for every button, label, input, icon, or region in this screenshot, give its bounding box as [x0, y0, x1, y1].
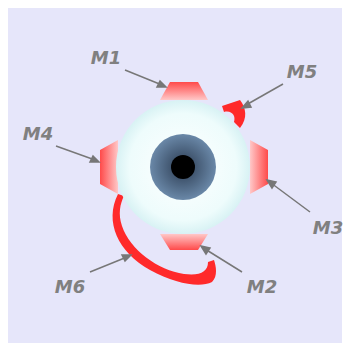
arrowhead — [122, 255, 131, 261]
leader-line — [125, 70, 162, 85]
leader-line — [246, 84, 283, 105]
arrowhead — [267, 180, 276, 188]
callout-label: M6 — [55, 278, 85, 296]
arrowhead — [242, 101, 251, 108]
arrowhead — [201, 246, 210, 254]
callout-label: M3 — [313, 219, 343, 237]
iris — [150, 134, 216, 200]
callout-label: M4 — [23, 125, 53, 143]
muscle — [250, 140, 268, 194]
leader-line — [90, 257, 127, 272]
leader-line — [56, 146, 95, 160]
callout-label: M1 — [91, 49, 121, 67]
leader-line — [271, 183, 310, 212]
callout-label: M2 — [247, 278, 277, 296]
arrowhead — [157, 81, 166, 87]
arrowhead — [90, 156, 99, 162]
pupil — [171, 155, 195, 179]
callout-label: M5 — [287, 63, 317, 81]
background — [8, 8, 342, 343]
sclera — [116, 100, 250, 234]
muscle — [160, 82, 208, 100]
leader-line — [205, 249, 242, 272]
muscle — [100, 140, 118, 194]
muscle — [160, 234, 208, 250]
